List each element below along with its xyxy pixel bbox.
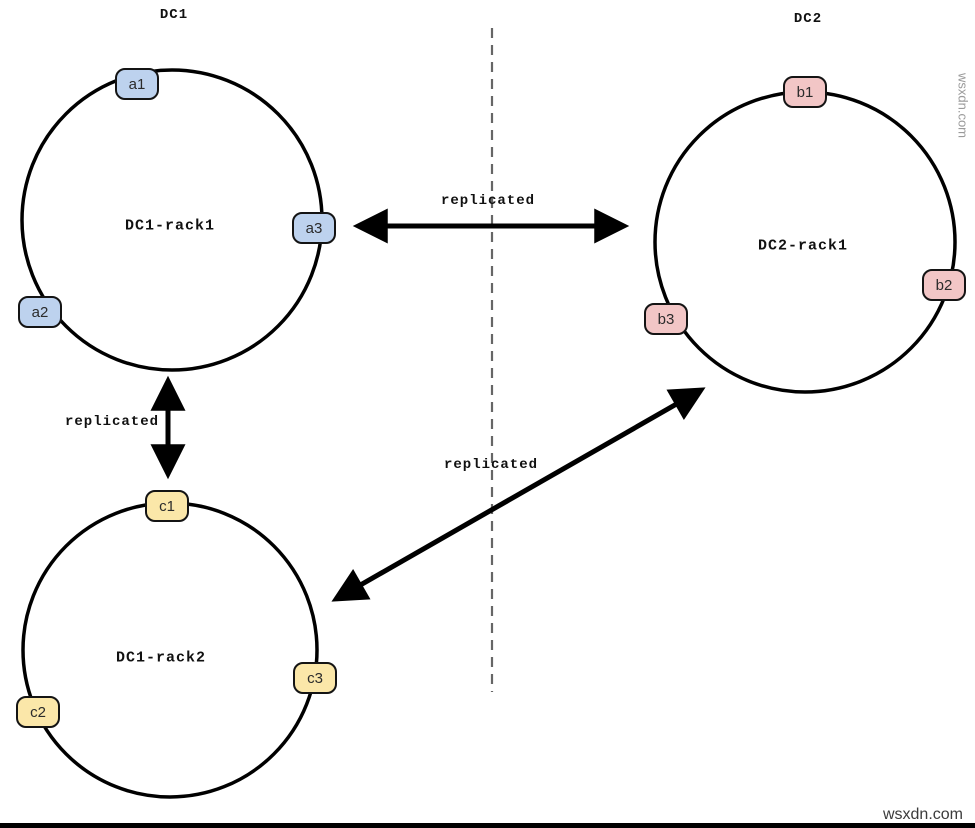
node-b3: b3	[644, 303, 688, 335]
node-a3: a3	[292, 212, 336, 244]
node-a2: a2	[18, 296, 62, 328]
replicated-label-vertical: replicated	[64, 414, 160, 430]
bottom-black-bar	[0, 823, 975, 828]
node-c1: c1	[145, 490, 189, 522]
ring-name-dc2-rack1: DC2-rack1	[757, 237, 849, 255]
dc1-label: DC1	[159, 7, 189, 23]
dc2-label: DC2	[793, 11, 823, 27]
replicated-label-diagonal: replicated	[443, 457, 539, 473]
node-b1: b1	[783, 76, 827, 108]
node-b2: b2	[922, 269, 966, 301]
ring-name-dc1-rack2: DC1-rack2	[115, 649, 207, 667]
side-watermark: wsxdn.com	[955, 72, 971, 139]
bottom-watermark: wsxdn.com	[882, 806, 963, 823]
node-c3: c3	[293, 662, 337, 694]
replicated-label-horizontal: replicated	[440, 193, 536, 209]
node-c2: c2	[16, 696, 60, 728]
replication-arrow-rack2-to-dc2rack1	[331, 387, 706, 602]
node-a1: a1	[115, 68, 159, 100]
ring-name-dc1-rack1: DC1-rack1	[124, 217, 216, 235]
